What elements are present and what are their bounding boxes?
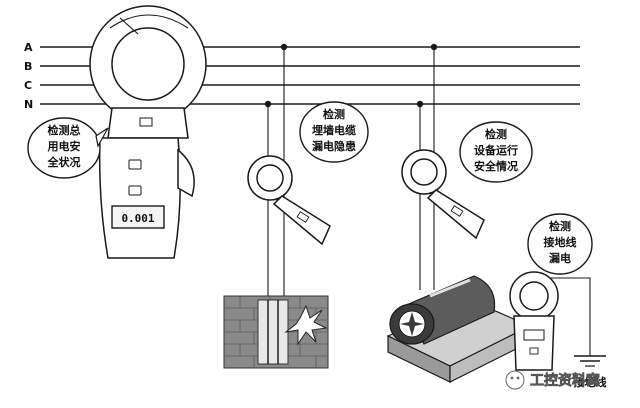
watermark: 工控资料窝 [505,370,600,390]
line-label-c: C [24,79,32,92]
clamp3-jaw-inner [410,158,438,186]
motor-equipment [386,275,532,383]
ground-label: 接地线 [574,375,607,389]
callout-3-line-3: 漏电 [549,251,571,265]
meter-display [111,205,165,229]
callout-bubble-1 [299,101,369,163]
clamp-jaw-gap [119,17,139,35]
callout-1-line-2: 埋墙电缆 [312,123,356,137]
meter-callout-bubble [27,117,101,179]
watermark-text: 工控资料窝 [530,372,600,389]
meter-label-line-3: 全状况 [47,155,81,169]
callout-2-line-2: 设备运行 [474,143,518,157]
meter-body [98,137,181,259]
clamp2-display [296,211,310,223]
junction-dot [416,100,424,108]
callout-1-line-1: 检测 [323,107,345,121]
clamp-neck [107,107,189,139]
clamp-jaw-inner [111,27,185,101]
junction-dot [264,100,272,108]
meter-callout-tail [95,127,109,148]
callout-bubble-3 [527,213,593,275]
clamp4-jaw-inner [519,281,549,311]
main-clamp-meter: 0.001 检测总 用电安 全状况 [27,5,207,259]
motor-fan-icon [400,312,424,336]
meter-label-line-1: 检测总 [48,123,81,137]
wechat-icon [505,370,525,390]
meter-button-1 [128,159,142,170]
line-label-a: A [24,41,33,54]
clamp-mark [139,117,153,127]
wall-channel [257,299,289,365]
clamp4-body [513,315,555,371]
callout-3-line-1: 检测 [549,219,571,233]
clamp-jaw-seam [109,14,189,29]
clamp4-display [523,329,545,341]
callout-1-line-3: 漏电隐患 [312,139,356,153]
spark-icon [284,304,328,346]
clamp2-jaw-inner [256,164,284,192]
meter-button-2 [128,185,142,196]
clamp-meter-2: 检测 埋墙电缆 漏电隐患 [247,101,369,246]
callout-bubble-2 [459,121,533,183]
line-label-b: B [24,60,32,73]
clamp3-display [450,205,464,217]
clamp-meter-4: 检测 接地线 漏电 [509,213,593,371]
junction-dot [280,43,288,51]
meter-label-line-2: 用电安 [48,139,81,153]
meter-trigger [177,148,195,198]
callout-2-line-1: 检测 [485,127,507,141]
line-label-n: N [24,98,33,111]
callout-2-line-3: 安全情况 [474,159,518,173]
callout-3-line-2: 接地线 [544,235,577,249]
clamp-meter-3: 检测 设备运行 安全情况 [401,121,533,240]
brick-wall [223,295,329,369]
junction-dot [430,43,438,51]
motor-highlight [429,278,471,298]
meter-display-value: 0.001 [121,212,154,225]
clamp4-button [529,347,539,355]
